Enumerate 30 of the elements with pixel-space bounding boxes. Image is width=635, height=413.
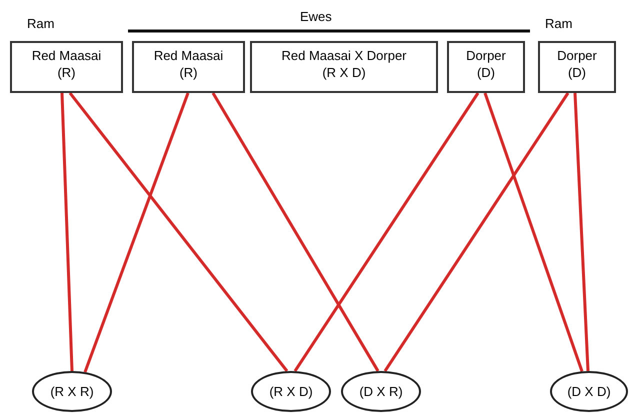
breed-code: (D X D) (567, 384, 611, 399)
breed-code: (D) (476, 64, 496, 81)
breed-code: (R) (57, 64, 76, 81)
breed-code: (R X D) (269, 384, 313, 399)
breed-box (538, 41, 616, 93)
breed-name: Red Maasai (154, 47, 224, 64)
breed-name: Dorper (557, 47, 597, 64)
cross-line (84, 92, 190, 373)
cross-line (384, 92, 570, 372)
cross-line (574, 92, 590, 372)
breed-box (447, 41, 525, 93)
cross-line (68, 92, 288, 372)
breed-name: Dorper (466, 47, 506, 64)
breed-code: (R) (179, 64, 198, 81)
breed-code: (R X R) (50, 384, 94, 399)
breed-box (132, 41, 245, 93)
cross-line (294, 92, 480, 372)
breed-box (10, 41, 123, 93)
cross-line (60, 92, 74, 372)
breed-box (250, 41, 438, 93)
breed-name: Red Maasai (32, 47, 102, 64)
role-label: Ram (27, 16, 54, 31)
breed-code: (D) (568, 64, 586, 81)
role-label: Ram (545, 16, 572, 31)
breed-code: (R X D) (322, 64, 366, 81)
cross-line (212, 92, 380, 372)
cross-line (484, 92, 584, 372)
group-label: Ewes (300, 9, 332, 24)
breed-name: Red Maasai X Dorper (282, 47, 406, 64)
breed-code: (D X R) (359, 384, 403, 399)
